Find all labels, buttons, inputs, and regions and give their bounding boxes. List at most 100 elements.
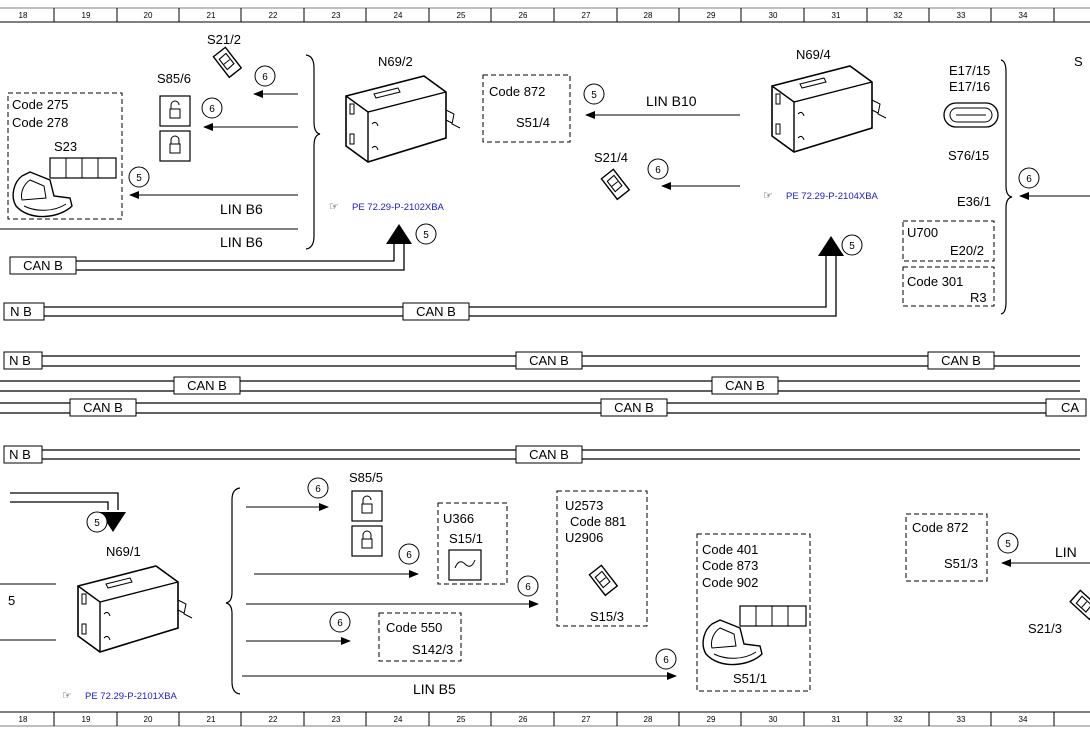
circle-number: 6 — [406, 550, 412, 561]
s15-3-label: S15/3 — [590, 609, 624, 624]
s23-label: S23 — [54, 139, 77, 154]
cut-label: 5 — [8, 593, 15, 608]
s21-3-label: S21/3 — [1028, 621, 1062, 636]
code-text: Code 275 — [12, 97, 68, 112]
s21-2-label: S21/2 — [207, 32, 241, 47]
code-text: Code 872 — [489, 84, 545, 99]
can-label: CAN B — [941, 353, 981, 368]
can-arrow-n69-2 — [386, 224, 412, 244]
ruler-label: 21 — [207, 11, 216, 20]
ruler-label: 18 — [19, 715, 28, 724]
circle-number: 6 — [315, 484, 321, 495]
code-text: Code 872 — [912, 520, 968, 535]
control-module-icon — [345, 75, 461, 163]
circle-number: 6 — [209, 104, 215, 115]
can-label: CAN B — [416, 304, 456, 319]
code-401-box — [696, 533, 811, 692]
s21-4-label: S21/4 — [594, 150, 628, 165]
ruler-label: 28 — [644, 11, 653, 20]
code-text: R3 — [970, 290, 987, 305]
can-label: CAN B — [725, 378, 765, 393]
code-text: Code 401 — [702, 542, 758, 557]
code-872-box — [482, 74, 571, 143]
s85-6-label: S85/6 — [157, 71, 191, 86]
code-text: S15/1 — [449, 531, 483, 546]
ruler-label: 27 — [582, 11, 591, 20]
bracket-n69-1 — [225, 487, 241, 695]
code-text: U700 — [907, 225, 938, 240]
ruler-label: 33 — [957, 11, 966, 20]
ruler-label: 32 — [894, 715, 903, 724]
ruler-label: 29 — [707, 715, 716, 724]
circle-number: 5 — [136, 173, 142, 184]
ruler-label: 19 — [82, 11, 91, 20]
code-550-box — [378, 612, 462, 662]
circle-number: 6 — [262, 72, 268, 83]
ruler-label: 26 — [519, 715, 528, 724]
ruler-label: 19 — [82, 715, 91, 724]
s76-15-label: S76/15 — [948, 148, 989, 163]
n69-1-reference: PE 72.29-P-2101XBA — [85, 691, 178, 702]
circle-number: 6 — [655, 165, 661, 176]
ruler-label: 31 — [832, 715, 841, 724]
can-label: CAN B — [83, 400, 123, 415]
code-872-box — [905, 513, 988, 582]
can-arrow-n69-1 — [100, 512, 126, 532]
ruler-label: 33 — [957, 715, 966, 724]
ruler-label: 30 — [769, 715, 778, 724]
can-arrow-n69-4 — [818, 236, 844, 256]
ruler-label: 27 — [582, 715, 591, 724]
n69-4-reference: PE 72.29-P-2104XBA — [786, 191, 879, 202]
lin-b10-label: LIN B10 — [646, 93, 697, 109]
circle-number: 6 — [337, 618, 343, 629]
code-text: S51/4 — [516, 115, 550, 130]
ruler-label: 34 — [1019, 11, 1028, 20]
ruler-label: 29 — [707, 11, 716, 20]
code-text: U2906 — [565, 530, 603, 545]
s51-1-label: S51/1 — [733, 671, 767, 686]
control-module-icon — [77, 565, 193, 653]
lin-b6-label: LIN B6 — [220, 201, 263, 217]
can-label: N B — [9, 353, 31, 368]
code-text: S142/3 — [412, 642, 453, 657]
can-label: N B — [9, 447, 31, 462]
ruler-label: 22 — [269, 11, 278, 20]
can-label: CA — [1061, 400, 1079, 415]
ruler-label: 24 — [394, 715, 403, 724]
code-text: S51/3 — [944, 556, 978, 571]
sunroof-switch-icon — [448, 549, 482, 581]
lock-switch-icon — [351, 490, 383, 522]
ruler-label: 23 — [332, 715, 341, 724]
code-text: Code 278 — [12, 115, 68, 130]
reference-hand-icon: ☞ — [62, 690, 72, 702]
seat-switch-icon — [12, 157, 117, 218]
n69-2-reference: PE 72.29-P-2102XBA — [352, 202, 445, 213]
seat-switch-icon — [702, 605, 807, 666]
window-switch-icon — [587, 562, 620, 599]
n69-4-label: N69/4 — [796, 47, 831, 62]
code-text: U2573 — [565, 498, 603, 513]
ruler-label: 34 — [1019, 715, 1028, 724]
code-text: Code 301 — [907, 274, 963, 289]
circle-number: 6 — [525, 582, 531, 593]
top-ruler — [0, 7, 1090, 23]
lock-switch-icon — [159, 130, 191, 162]
can-label: CAN B — [529, 353, 569, 368]
ruler-label: 26 — [519, 11, 528, 20]
circle-number: 5 — [849, 241, 855, 252]
can-label: N B — [10, 304, 32, 319]
lin-b6-label: LIN B6 — [220, 234, 263, 250]
ruler-label: 25 — [457, 715, 466, 724]
s-cut-label: S — [1074, 54, 1083, 69]
ruler-label: 30 — [769, 11, 778, 20]
code-text: E20/2 — [950, 243, 984, 258]
can-label: CAN B — [529, 447, 569, 462]
e17-15-label: E17/15 — [949, 63, 990, 78]
e17-16-label: E17/16 — [949, 79, 990, 94]
ruler-label: 24 — [394, 11, 403, 20]
window-switch-icon — [599, 166, 632, 203]
can-label: CAN B — [614, 400, 654, 415]
circle-number: 5 — [591, 90, 597, 101]
reference-hand-icon: ☞ — [329, 201, 339, 213]
code-301-box — [902, 266, 995, 307]
